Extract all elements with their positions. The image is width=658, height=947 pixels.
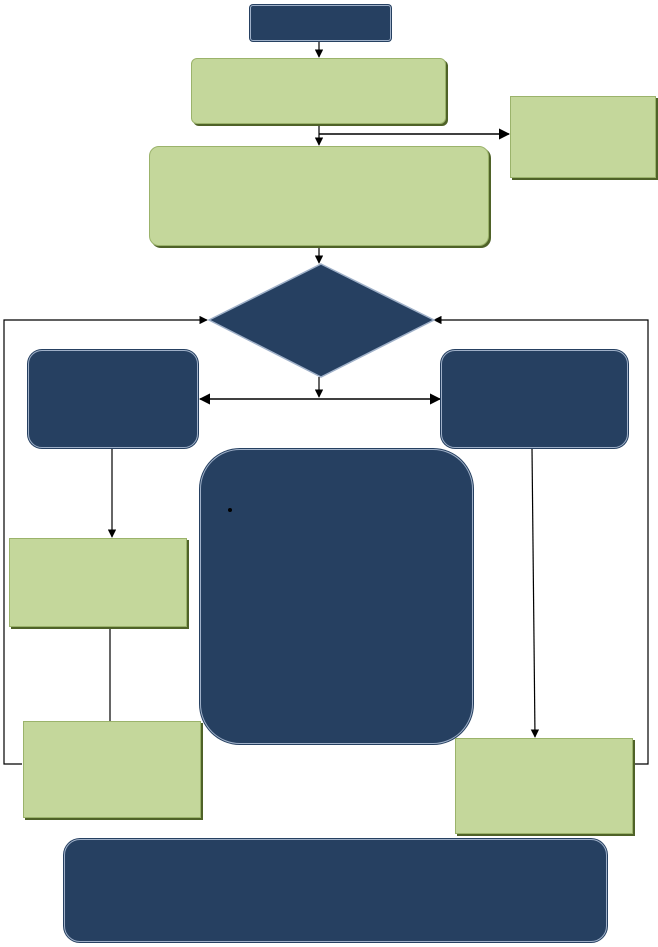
- step2-box: [149, 146, 489, 246]
- footer-box: [64, 839, 607, 942]
- left-step1-box: [9, 538, 187, 627]
- center-panel: [200, 449, 473, 744]
- step1-box: [191, 58, 446, 124]
- loop-left-to-decision: [3, 315, 208, 765]
- right-branch-box: [441, 350, 628, 448]
- decision-diamond: [207, 263, 436, 378]
- right-step-box: [455, 738, 633, 834]
- center-panel-bullet: [228, 508, 232, 512]
- start-box: [250, 5, 391, 41]
- left-branch-box: [28, 350, 198, 448]
- arrow-right-branch-down: [530, 447, 540, 738]
- loop-right-to-decision: [433, 315, 649, 765]
- left-step2-box: [23, 721, 201, 818]
- side-note-box: [510, 96, 656, 178]
- decision-label-box: [250, 295, 392, 345]
